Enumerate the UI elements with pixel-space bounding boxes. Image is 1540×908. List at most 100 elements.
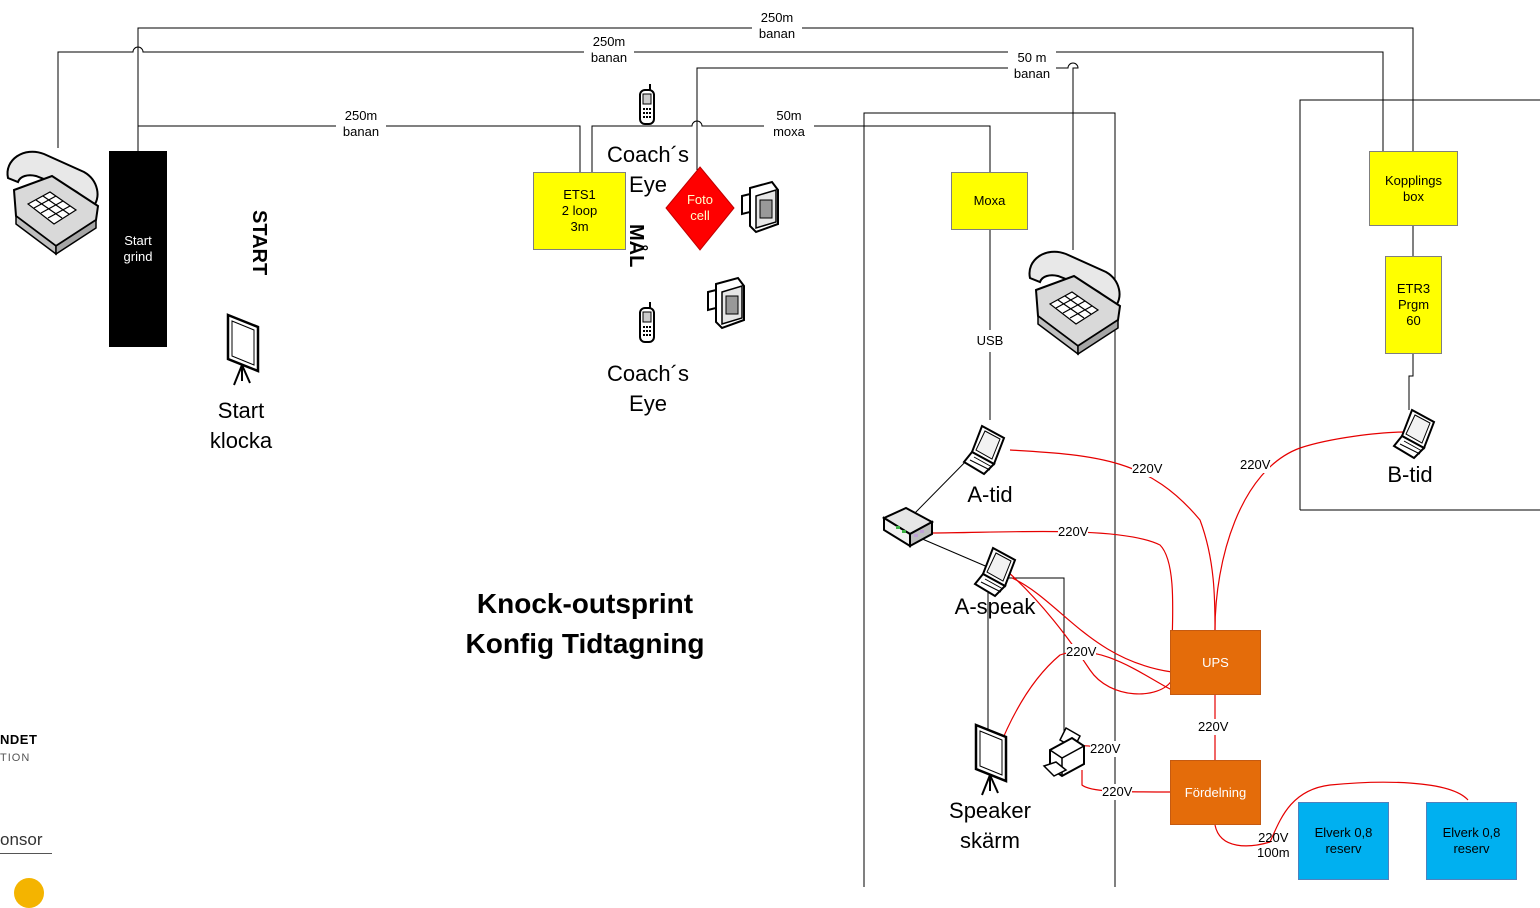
- cable-label-moxa-50m: 50m moxa: [764, 108, 814, 140]
- moxa-label: Moxa: [973, 193, 1006, 208]
- ets1-box: ETS1 2 loop 3m: [533, 172, 626, 250]
- foto-cell-box: Foto cell: [672, 188, 728, 228]
- kopplings-label: box: [1403, 188, 1424, 204]
- diagram-canvas: [6, 27, 1540, 887]
- power-label: 220V: [1132, 461, 1163, 477]
- power-label: 220V: [1102, 784, 1133, 800]
- a-tid-label: A-tid: [967, 482, 1013, 507]
- start-vertical-label: START: [248, 210, 270, 276]
- cable-low-250m: [138, 125, 581, 172]
- coach-eye-top-label: Coach´s Eye: [606, 140, 690, 200]
- start-grind-box: Start grind: [109, 151, 167, 347]
- cable-label-low-250m: 250m banan: [336, 108, 386, 140]
- cable-label-top-250m: 250m banan: [752, 10, 802, 42]
- foto-cell-label: Foto: [686, 192, 713, 207]
- speaker-line: skärm: [960, 828, 1020, 853]
- foto-cell-label: cell: [690, 208, 710, 223]
- start-klocka-label: Start klocka: [200, 396, 282, 456]
- start-klocka-line: Start: [217, 398, 265, 423]
- etr3-label: ETR3: [1396, 281, 1431, 296]
- sponsor-underline: [0, 853, 52, 854]
- start-grind-label: Start: [124, 233, 152, 248]
- diagram-title-line: Knock-outsprint: [476, 588, 694, 619]
- logo-text: NDET: [0, 732, 38, 747]
- telephone-icon: [1028, 250, 1121, 355]
- cable-type: banan: [590, 50, 628, 65]
- coach-eye-line: Coach´s: [607, 142, 689, 167]
- etr3-label: Prgm: [1397, 297, 1430, 312]
- laptop-icon: [1393, 409, 1435, 459]
- ets1-label: ETS1: [563, 187, 596, 202]
- moxa-box: Moxa: [951, 172, 1028, 230]
- foto-cell-diamond: [665, 166, 735, 251]
- signal-lines: [57, 27, 1540, 887]
- cable-type: banan: [342, 124, 380, 139]
- cable-length: 250m: [592, 34, 626, 49]
- printer-icon: [1043, 727, 1085, 777]
- ets1-label: 3m: [570, 219, 589, 234]
- diagram-title-line: Konfig Tidtagning: [465, 628, 705, 659]
- display-board-icon: [974, 723, 1008, 797]
- usb-label: USB: [972, 333, 1008, 349]
- fordelning-label: Fördelning: [1184, 784, 1247, 800]
- power-label: 220V: [1058, 524, 1089, 540]
- power-label: 220V: [1198, 719, 1229, 735]
- ets1-label: 2 loop: [561, 203, 598, 218]
- logo-text: TION: [0, 752, 31, 764]
- elverk-label: reserv: [1453, 841, 1490, 856]
- diagram-title: Knock-outsprint Konfig Tidtagning: [430, 584, 740, 664]
- kopplings-label: Kopplings: [1384, 172, 1443, 188]
- sponsor-logo-mark: [14, 878, 44, 908]
- cable-type: banan: [1013, 66, 1051, 81]
- elverk-label: reserv: [1325, 841, 1362, 856]
- camera-icon: [707, 277, 745, 329]
- cable-length: 50 m: [1017, 50, 1047, 65]
- fordelning-box: Fördelning: [1170, 760, 1261, 825]
- cable-length: 250m: [344, 108, 378, 123]
- cable-length: 50m: [776, 108, 802, 123]
- camera-icon: [741, 181, 779, 233]
- start-grind-label: grind: [123, 249, 153, 264]
- elverk-box-2: Elverk 0,8 reserv: [1426, 802, 1517, 880]
- cable-label-mid-250m: 250m banan: [584, 34, 634, 66]
- cable-moxa-50m: [591, 120, 991, 172]
- b-tid-label: B-tid: [1387, 462, 1433, 487]
- laptop-icon: [963, 425, 1005, 475]
- cable-mid-250m: [57, 46, 1384, 152]
- building-b: [1299, 99, 1540, 511]
- etr3-box: ETR3 Prgm 60: [1385, 256, 1442, 354]
- cable-top-50m: [696, 62, 1079, 250]
- kopplings-box: Kopplings box: [1369, 151, 1458, 226]
- ups-label: UPS: [1202, 654, 1229, 670]
- power-label: 220V: [1240, 457, 1271, 473]
- power-label: 220V: [1066, 644, 1097, 660]
- power-label-100m: 220V 100m: [1257, 830, 1290, 860]
- sponsor-logo-text: onsor: [0, 830, 43, 849]
- start-klocka-line: klocka: [209, 428, 273, 453]
- cable-length: 100m: [1257, 845, 1290, 860]
- a-speak-label: A-speak: [954, 594, 1036, 619]
- building-a: [863, 112, 1116, 887]
- cable-label-top-50m: 50 m banan: [1008, 50, 1056, 82]
- cable-type: moxa: [773, 124, 805, 139]
- coach-eye-bottom-label: Coach´s Eye: [606, 359, 690, 419]
- speaker-label: Speaker skärm: [942, 796, 1038, 856]
- etr3-label: 60: [1406, 313, 1421, 328]
- power-label: 220V: [1258, 830, 1289, 845]
- elverk-label: Elverk 0,8: [1442, 825, 1501, 840]
- cable-length: 250m: [760, 10, 794, 25]
- laptop-icon: [974, 547, 1016, 597]
- elverk-box-1: Elverk 0,8 reserv: [1298, 802, 1389, 880]
- coach-eye-line: Eye: [629, 172, 667, 197]
- mobile-phone-icon: [639, 301, 655, 343]
- telephone-icon: [6, 150, 100, 255]
- coach-eye-line: Eye: [629, 391, 667, 416]
- mobile-phone-icon: [639, 83, 655, 125]
- cable-type: banan: [758, 26, 796, 41]
- ups-box: UPS: [1170, 630, 1261, 695]
- display-board-icon: [226, 313, 260, 387]
- power-label: 220V: [1090, 741, 1121, 757]
- mal-vertical-label: MÅL: [625, 224, 647, 268]
- elverk-label: Elverk 0,8: [1314, 825, 1373, 840]
- speaker-line: Speaker: [949, 798, 1031, 823]
